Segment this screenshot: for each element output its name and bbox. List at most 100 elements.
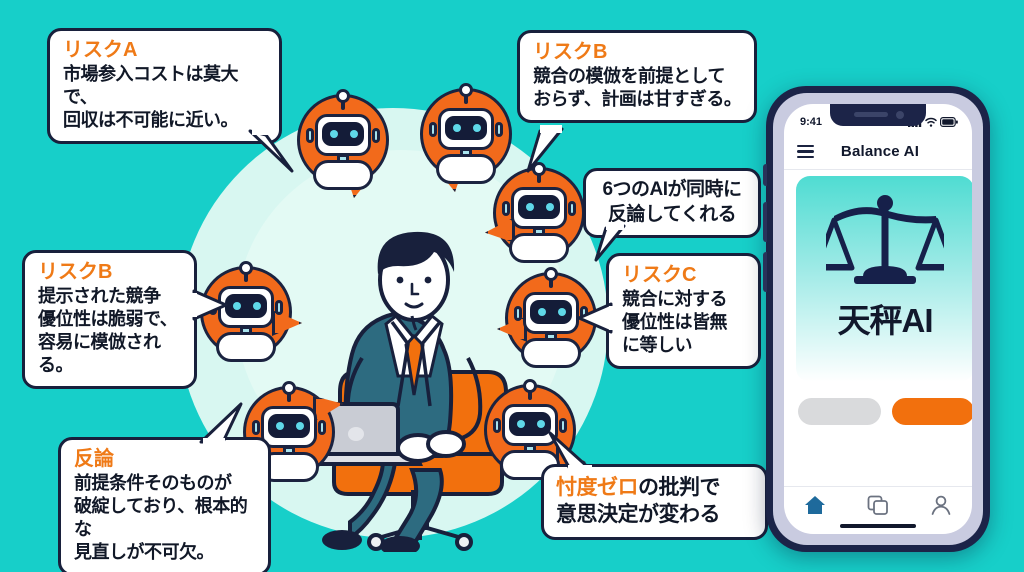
robot-ear-left: [502, 201, 510, 216]
robot-eye-left: [517, 420, 525, 428]
bubble-risk-b-top-title: リスクB: [533, 41, 608, 63]
bubble-risk-b-left-tail: [188, 289, 228, 321]
robot-body: [436, 154, 496, 184]
bubble-risk-c-body: 競合に対する 優位性は皆無 に等しい: [622, 289, 728, 355]
robot-ear-left: [429, 122, 437, 137]
robot-antenna-ball: [544, 267, 558, 281]
battery-icon: [940, 117, 958, 127]
robot-eye-left: [276, 422, 284, 430]
bubble-risk-a-body: 市場参入コストは莫大で、 回収は不可能に近い。: [63, 64, 239, 130]
robot-antenna: [464, 90, 468, 104]
robot-eye-left: [538, 308, 546, 316]
primary-pill-button[interactable]: [891, 398, 972, 425]
robot-eye-left: [233, 302, 241, 310]
robot-body: [509, 233, 569, 263]
robot-ear-left: [493, 418, 501, 433]
robot-ear-right: [275, 300, 283, 315]
robot-top-left: [293, 89, 397, 198]
bubble-risk-b-top-tail: [526, 125, 564, 173]
bubble-risk-c: リスクC 競合に対する 優位性は皆無 に等しい: [577, 253, 761, 369]
phone-volume-down-button[interactable]: [763, 252, 767, 292]
phone-volume-up-button[interactable]: [763, 202, 767, 242]
app-button-row: [798, 398, 972, 425]
robot-antenna: [341, 96, 345, 110]
person-icon[interactable]: [930, 495, 952, 515]
app-hero-card: 天秤AI: [796, 176, 972, 382]
phone-notch: [830, 104, 926, 126]
robot-ear-right: [372, 128, 380, 143]
robot-ear-right: [568, 201, 576, 216]
robot-antenna-ball: [282, 381, 296, 395]
phone-silent-switch[interactable]: [763, 164, 767, 186]
bubble-risk-a: リスクA 市場参入コストは莫大で、 回収は不可能に近い。: [47, 28, 294, 173]
app-title: Balance AI: [840, 143, 920, 160]
robot-bottom-left: [239, 381, 343, 488]
robot-eye-right: [253, 302, 261, 310]
robot-eye-left: [526, 203, 534, 211]
robot-ear-left: [252, 420, 260, 435]
robot-antenna-ball: [459, 83, 473, 97]
robot-eye-right: [546, 203, 554, 211]
robot-antenna: [244, 268, 248, 282]
earpiece-speaker: [854, 112, 888, 117]
robot-bottom-right: [480, 379, 586, 486]
bubble-six-ai-body: 6つのAIが同時に 反論してくれる: [602, 179, 742, 225]
status-time: 9:41: [800, 116, 823, 128]
bottom-tab-bar: [784, 486, 972, 534]
robot-left-middle: [196, 261, 302, 368]
hamburger-menu-icon[interactable]: [797, 142, 814, 161]
front-camera-icon: [896, 111, 904, 119]
robot-eye-right: [296, 422, 304, 430]
bubble-risk-b-left-body: 提示された競争 優位性は脆弱で、 容易に模倣される。: [38, 286, 178, 375]
robot-antenna: [528, 386, 532, 400]
robot-eye-left: [453, 124, 461, 132]
home-indicator-bar: [840, 524, 916, 528]
robot-antenna-ball: [336, 89, 350, 103]
wifi-icon: [925, 117, 937, 127]
bubble-hanron: 反論 前提条件そのものが 破綻しており、根本的な 見直しが不可欠。: [58, 402, 271, 572]
phone-bezel: 9:41: [773, 93, 983, 545]
robot-antenna-ball: [239, 261, 253, 275]
robot-ear-left: [306, 128, 314, 143]
robot-antenna: [549, 274, 553, 288]
bubble-sontaku-rest: の批判で: [638, 476, 721, 499]
bubble-sontaku-tail: [548, 431, 592, 474]
home-icon[interactable]: [804, 495, 826, 515]
robot-body: [216, 332, 276, 362]
robot-eye-left: [330, 130, 338, 138]
robot-ear-right: [559, 418, 567, 433]
bubble-six-ai: 6つのAIが同時に 反論してくれる: [583, 168, 761, 262]
robot-body: [313, 160, 373, 190]
bubble-risk-b-top: リスクB 競合の模倣を前提として おらず、計画は甘すぎる。: [517, 30, 757, 173]
phone-screen: 9:41: [784, 104, 972, 534]
app-hero-label: 天秤AI: [837, 302, 934, 339]
robot-body: [521, 338, 581, 368]
bubble-risk-c-tail: [577, 302, 618, 334]
balance-scale-icon: [826, 195, 944, 284]
bubble-risk-b-left: リスクB 提示された競争 優位性は脆弱で、 容易に模倣される。: [22, 250, 228, 389]
robot-top-right: [416, 83, 520, 192]
bubble-sontaku: 忖度ゼロの批判で 意思決定が変わる: [541, 431, 768, 540]
bubble-hanron-tail: [199, 402, 243, 447]
robot-antenna-ball: [532, 162, 546, 176]
bubble-risk-b-top-body: 競合の模倣を前提として おらず、計画は甘すぎる。: [533, 66, 742, 109]
secondary-pill-button[interactable]: [798, 398, 881, 425]
phone-mockup: 9:41: [763, 86, 990, 552]
robot-eye-right: [558, 308, 566, 316]
robot-ear-left: [514, 306, 522, 321]
robot-antenna-ball: [523, 379, 537, 393]
bubble-six-ai-tail: [594, 222, 626, 262]
bubble-risk-c-title: リスクC: [622, 264, 697, 286]
bubble-sontaku-line1: 忖度ゼロの批判で: [556, 474, 753, 501]
bubble-sontaku-highlight: 忖度ゼロ: [556, 476, 639, 499]
app-header: Balance AI: [784, 134, 972, 170]
bubble-sontaku-line2: 意思決定が変わる: [556, 503, 721, 526]
bubble-risk-a-title: リスクA: [63, 39, 138, 61]
bubble-hanron-body: 前提条件そのものが 破綻しており、根本的な 見直しが不可欠。: [74, 473, 248, 562]
copy-layers-icon[interactable]: [867, 495, 889, 515]
robot-antenna: [537, 169, 541, 183]
bubble-risk-b-left-title: リスクB: [38, 261, 113, 283]
bubble-risk-a-tail: [248, 127, 294, 173]
robot-right-upper: [485, 162, 593, 269]
